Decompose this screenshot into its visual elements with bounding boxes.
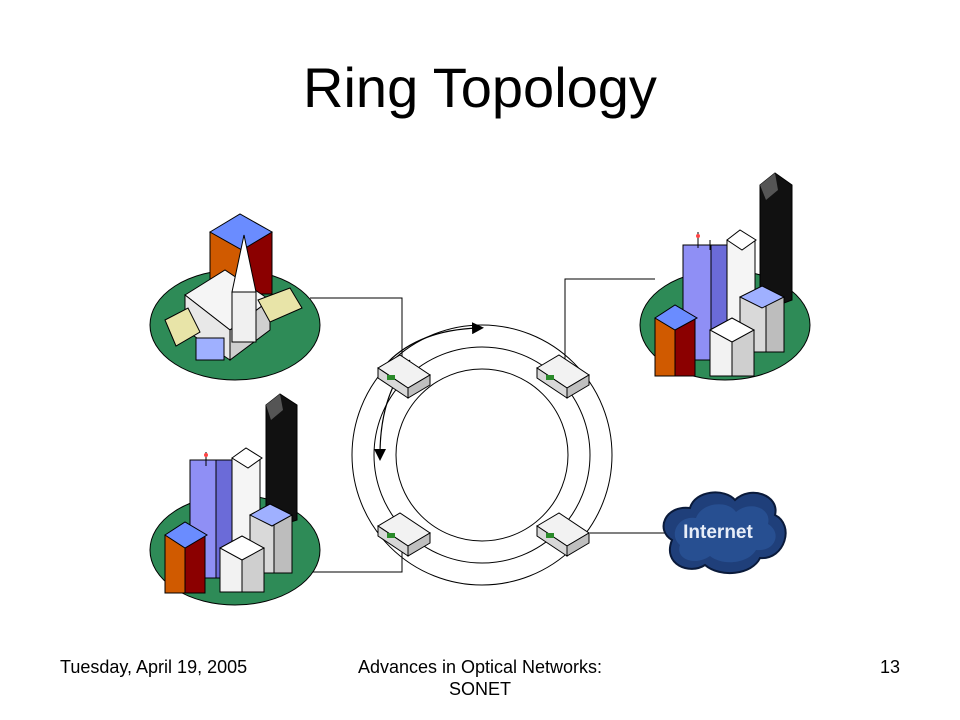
footer-presentation-title: Advances in Optical Networks: SONET	[330, 656, 630, 700]
clockwise-arrow	[387, 322, 484, 363]
router-status-led	[387, 375, 395, 380]
link-cathedral-site	[310, 297, 403, 366]
slide-title: Ring Topology	[303, 56, 657, 119]
router-bottom-left	[377, 512, 431, 557]
slide-number: 13	[879, 657, 900, 677]
footer-title-line2: SONET	[448, 679, 511, 699]
link-lines	[310, 278, 665, 573]
router-bottom-right	[536, 512, 590, 557]
cathedral-site	[149, 213, 321, 381]
footer-title-line1: Advances in Optical Networks:	[357, 657, 603, 677]
router-status-led	[546, 533, 554, 538]
internet-label: Internet	[683, 522, 753, 543]
downtown-site	[639, 172, 811, 381]
router-top-left	[377, 354, 431, 399]
link-downtown-site	[564, 278, 655, 370]
business-site	[149, 393, 321, 606]
router-status-led	[387, 533, 395, 538]
router-status-led	[546, 375, 554, 380]
internet-cloud: Internet	[662, 491, 787, 575]
router-top-right	[536, 354, 590, 399]
footer-date: Tuesday, April 19, 2005	[60, 657, 248, 677]
